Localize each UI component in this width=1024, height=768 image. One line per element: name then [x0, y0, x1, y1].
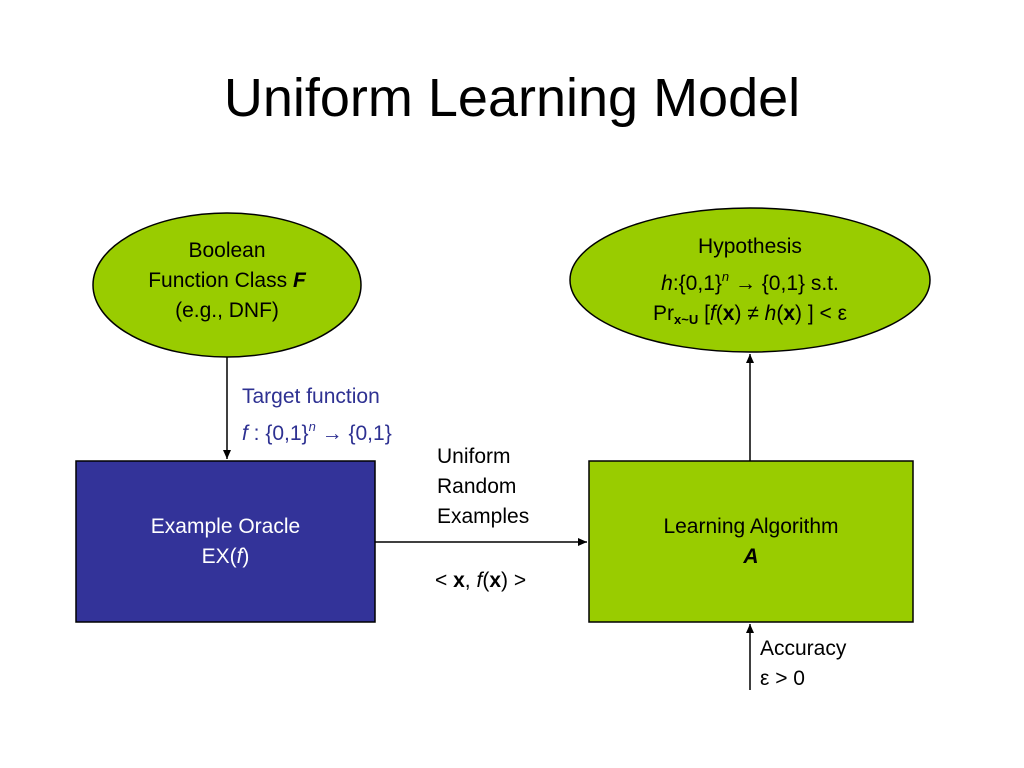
algorithm-line1: Learning Algorithm [663, 515, 839, 538]
slide-title: Uniform Learning Model [223, 68, 801, 128]
target-colon: : {0,1} [247, 422, 309, 445]
hypothesis-h: h [661, 272, 673, 295]
hypothesis-neq: ) ≠ [734, 302, 765, 325]
example-pair: < x, f(x) > [435, 566, 526, 596]
hypothesis-line1: Hypothesis [698, 235, 802, 258]
oracle-text: Example Oracle EX(f) [76, 512, 375, 572]
hypothesis-domain: :{0,1} [672, 272, 722, 295]
function-class-line3: (e.g., DNF) [175, 299, 279, 322]
examples-line1: Uniform [437, 445, 511, 468]
algorithm-box [588, 460, 914, 623]
oracle-line2: EX(f) [76, 542, 375, 572]
examples-label: Uniform Random Examples [437, 442, 529, 532]
function-class-text: Boolean Function Class F (e.g., DNF) [110, 236, 344, 326]
function-class-line2: Function Class F [110, 266, 344, 296]
target-f: f [242, 422, 248, 445]
algorithm-line2: A [589, 542, 913, 572]
hypothesis-paren2: ( [776, 302, 784, 325]
accuracy-label: Accuracy ε > 0 [760, 634, 846, 694]
algorithm-symbol: A [743, 545, 759, 568]
oracle-line1: Example Oracle [150, 515, 301, 538]
pair-paren: ( [482, 569, 490, 592]
hypothesis-f: f [709, 302, 716, 325]
target-line1: Target function [242, 385, 380, 408]
target-label: Target function f : {0,1}n → {0,1} [242, 382, 392, 449]
hypothesis-x2: x [783, 302, 795, 325]
hypothesis-bracket: [ [698, 302, 710, 325]
function-class-line2-text: Function Class [148, 269, 293, 292]
function-class-line1: Boolean [188, 239, 266, 262]
hypothesis-pr-sub: x~U [674, 312, 699, 327]
hypothesis-line2: h:{0,1}n → {0,1} s.t. [580, 262, 920, 299]
algorithm-text: Learning Algorithm A [589, 512, 913, 572]
oracle-f: f [236, 545, 243, 568]
hypothesis-ellipse [569, 207, 931, 353]
hypothesis-n: n [721, 269, 730, 284]
pair-comma: , [464, 569, 477, 592]
examples-line3: Examples [437, 505, 530, 528]
examples-line2: Random [437, 475, 517, 498]
accuracy-line2: ε > 0 [760, 667, 805, 690]
oracle-ex: EX( [201, 545, 237, 568]
pair-x2: x [489, 569, 501, 592]
hypothesis-arrow-text: → {0,1} s.t. [729, 272, 839, 295]
pair-open: < [435, 569, 454, 592]
accuracy-line1: Accuracy [760, 637, 847, 660]
pair-close: ) > [501, 569, 527, 592]
hypothesis-pr: Pr [653, 302, 675, 325]
target-line2: f : {0,1}n → {0,1} [242, 412, 392, 449]
hypothesis-tail: ) ] < ε [795, 302, 847, 325]
hypothesis-line3: Prx~U [f(x) ≠ h(x) ] < ε [580, 299, 920, 335]
pair-x: x [453, 569, 465, 592]
target-rest: → {0,1} [315, 422, 392, 445]
hypothesis-paren: ( [715, 302, 723, 325]
pair-f: f [476, 569, 483, 592]
hypothesis-h2: h [764, 302, 777, 325]
oracle-close: ) [242, 545, 250, 568]
target-n: n [308, 419, 316, 434]
hypothesis-x: x [722, 302, 735, 325]
function-class-symbol: F [292, 269, 306, 292]
hypothesis-text: Hypothesis h:{0,1}n → {0,1} s.t. Prx~U [… [580, 232, 920, 335]
